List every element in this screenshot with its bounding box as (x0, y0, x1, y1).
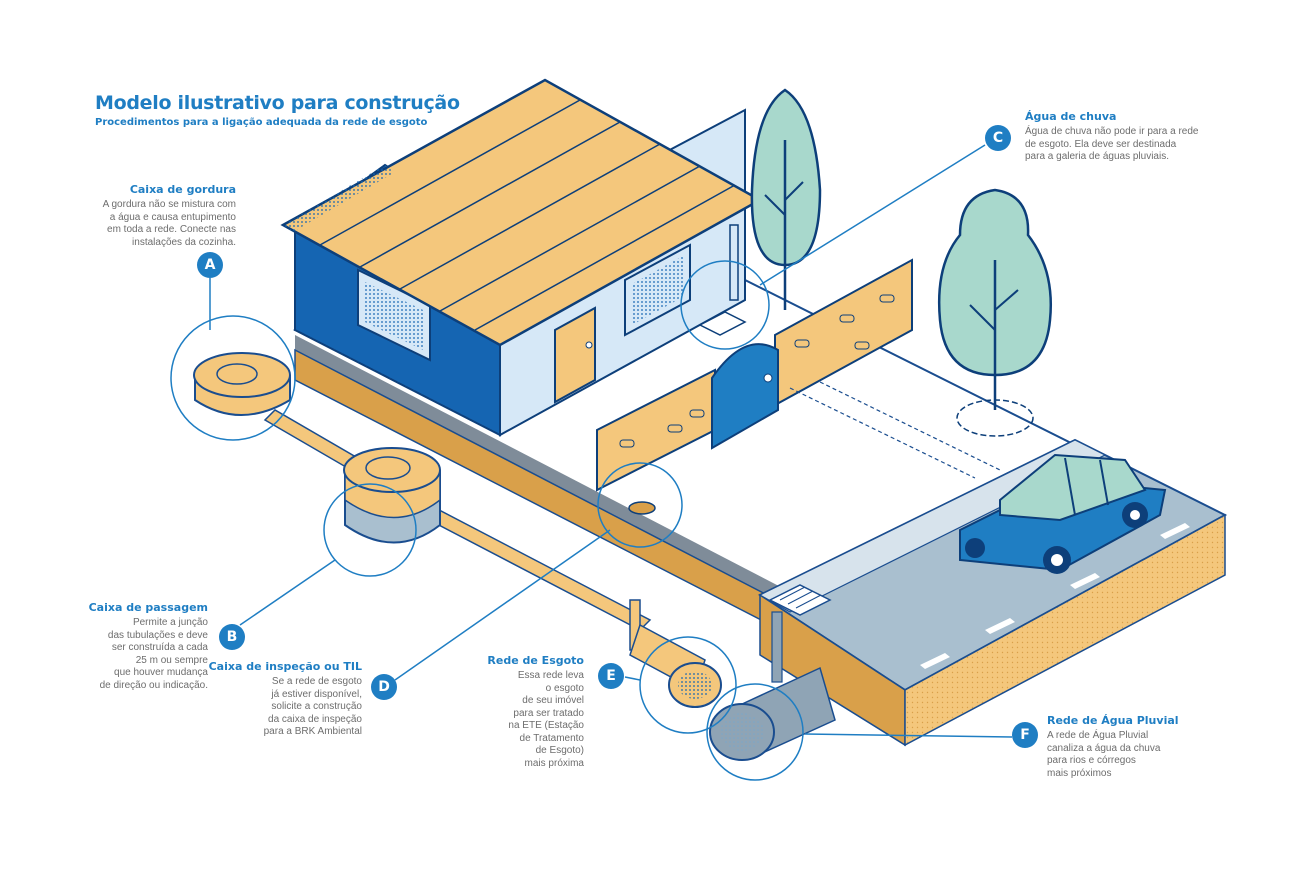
walkway-line (789, 387, 976, 479)
callout-a-text: A gordura não se mistura com a água e ca… (102, 199, 236, 248)
callout-d: Caixa de inspeção ou TIL Se a rede de es… (205, 660, 362, 739)
walkway-line (819, 381, 1001, 471)
callout-f-title: Rede de Água Pluvial (1047, 714, 1179, 727)
callout-c-text: Água de chuva não pode ir para a rede de… (1025, 126, 1199, 162)
page-subtitle: Procedimentos para a ligação adequada da… (95, 117, 428, 128)
badge-c: C (985, 125, 1011, 151)
callout-e-text: Essa rede leva o esgoto de seu imóvel pa… (508, 670, 584, 769)
callout-c-title: Água de chuva (1025, 110, 1117, 123)
callout-lines (170, 144, 1013, 781)
callout-a-title: Caixa de gordura (129, 183, 236, 196)
callout-b: Caixa de passagem Permite a junção das t… (60, 601, 208, 692)
grease-box (193, 352, 291, 416)
badge-b: B (219, 624, 245, 650)
callout-b-text: Permite a junção das tubulações e deve s… (99, 617, 208, 691)
callout-f: Rede de Água Pluvial A rede de Água Pluv… (1047, 714, 1227, 780)
tree-back (750, 88, 822, 310)
badge-e: E (598, 663, 624, 689)
badge-f: F (1012, 722, 1038, 748)
badge-a: A (197, 252, 223, 278)
front-wall (596, 258, 913, 492)
callout-e: Rede de Esgoto Essa rede leva o esgoto d… (480, 654, 584, 770)
callout-d-title: Caixa de inspeção ou TIL (208, 660, 362, 673)
callout-e-title: Rede de Esgoto (487, 654, 584, 667)
house (280, 78, 763, 437)
page-title: Modelo ilustrativo para construção (95, 92, 460, 114)
car (959, 453, 1167, 574)
inspection-box (628, 501, 656, 515)
passage-box (343, 447, 441, 544)
callout-b-title: Caixa de passagem (88, 601, 208, 614)
callout-f-text: A rede de Água Pluvial canaliza a água d… (1047, 730, 1161, 779)
callout-d-text: Se a rede de esgoto já estiver disponíve… (263, 676, 362, 737)
callout-c: Água de chuva Água de chuva não pode ir … (1025, 110, 1245, 164)
badge-d: D (371, 674, 397, 700)
tree-front (937, 188, 1052, 437)
callout-a: Caixa de gordura A gordura não se mistur… (60, 183, 236, 249)
